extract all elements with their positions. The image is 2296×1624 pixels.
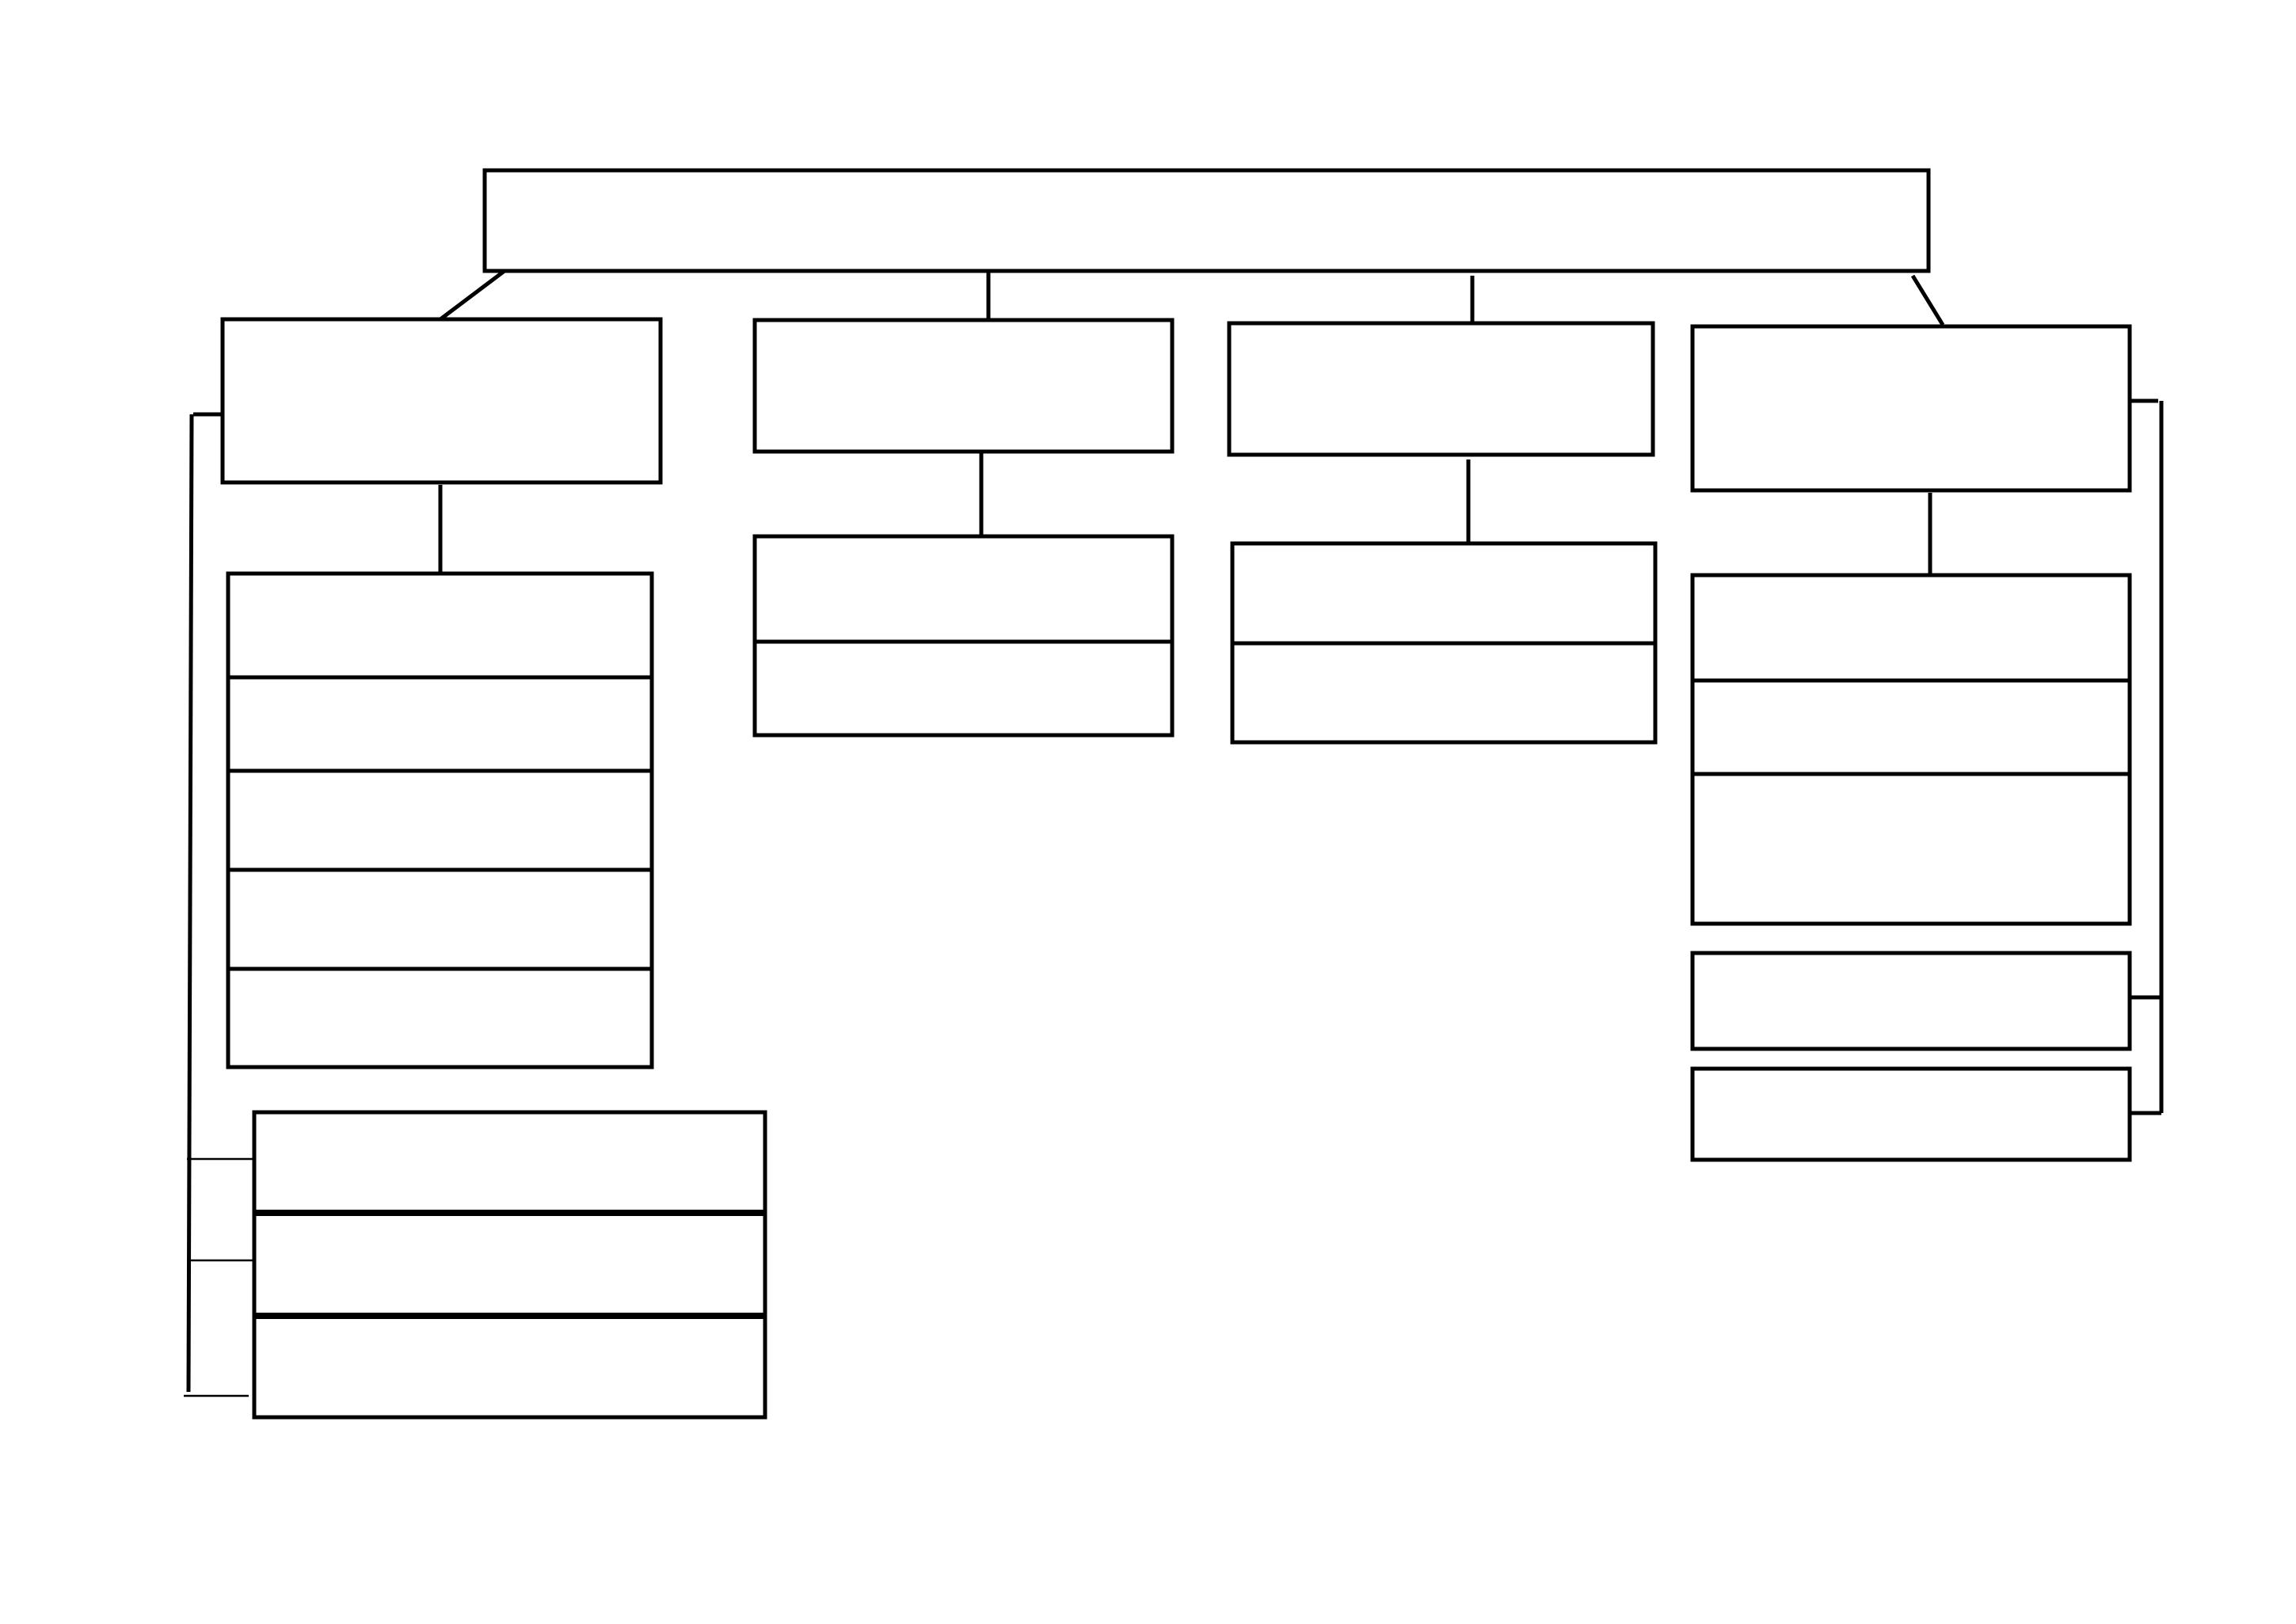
branch-4-list-cell-3 xyxy=(1690,772,2132,926)
branch-4-header-box xyxy=(1690,324,2132,493)
branch-3-list-cell-2 xyxy=(1230,641,1658,745)
branch-1-list-cell-2 xyxy=(226,675,654,773)
branch-4-list-cell-1 xyxy=(1690,573,2132,683)
branch-4-side-box-2 xyxy=(1690,1066,2132,1162)
branch-3-list-cell-1 xyxy=(1230,541,1658,646)
branch-1-side-cell-1 xyxy=(252,1110,767,1215)
branch-1-list xyxy=(226,571,654,1069)
connector-root-to-branch-4 xyxy=(1910,274,1945,326)
branch-1-left-bracket xyxy=(184,412,253,1397)
root-box xyxy=(482,168,1931,273)
branch-1-list-cell-3 xyxy=(226,768,654,872)
branch-2 xyxy=(752,318,1175,738)
branch-2-list-cell-2 xyxy=(752,639,1175,738)
branch-1-side-list xyxy=(252,1110,767,1420)
branch-2-header-box xyxy=(752,318,1175,454)
branch-4-list-cell-2 xyxy=(1690,678,2132,776)
branch-3-list xyxy=(1230,541,1658,745)
branch-3 xyxy=(1227,321,1658,745)
branch-4-right-bracket xyxy=(2130,398,2164,1115)
branch-1 xyxy=(184,317,767,1420)
branch-1-list-cell-4 xyxy=(226,867,654,971)
branch-1-list-cell-1 xyxy=(226,571,654,680)
branch-4-side-box-1 xyxy=(1690,951,2132,1051)
branch-4 xyxy=(1690,324,2164,1162)
connector-root-to-branch-1 xyxy=(439,269,506,321)
branch-2-list-cell-1 xyxy=(752,534,1175,644)
branch-2-list xyxy=(752,534,1175,738)
branch-4-side-boxes xyxy=(1690,951,2132,1162)
branch-3-header-box xyxy=(1227,321,1655,457)
branch-1-list-cell-5 xyxy=(226,966,654,1069)
branch-1-side-cell-3 xyxy=(252,1313,767,1420)
branch-1-side-cell-2 xyxy=(252,1210,767,1318)
branch-4-list xyxy=(1690,573,2132,926)
branch-1-header-box xyxy=(220,317,663,485)
